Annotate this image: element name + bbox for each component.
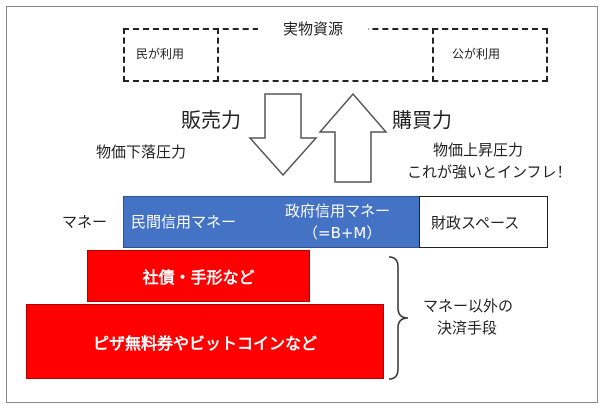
buy-force-label: 購買力: [392, 108, 452, 132]
private-use-box: [123, 28, 219, 82]
up-arrow-icon: [318, 92, 388, 183]
buy-effect-line1: 物価上昇圧力: [433, 141, 524, 159]
corporate-bonds-label: 社債・手形など: [142, 268, 255, 287]
public-use-box: [432, 28, 548, 82]
pizza-bitcoin-bar: ピザ無料券やビットコインなど: [26, 304, 384, 379]
pizza-bitcoin-label: ピザ無料券やビットコインなど: [92, 333, 317, 353]
settlement-label-line1: マネー以外の: [423, 297, 514, 315]
resources-title: 実物資源: [258, 18, 368, 40]
private-use-label: 民が利用: [136, 47, 185, 61]
sell-force-label: 販売力: [181, 108, 241, 132]
diagram-frame: [6, 6, 598, 403]
fiscal-space-box: [419, 196, 548, 248]
down-arrow-icon: [248, 93, 318, 177]
sell-effect-label: 物価下落圧力: [96, 143, 187, 161]
settlement-label-line2: 決済手段: [437, 319, 498, 337]
government-credit-line2: （=B+M）: [303, 224, 382, 242]
buy-effect-line2: これが強いとインフレ！: [407, 163, 572, 181]
brace-icon: [388, 256, 409, 380]
credit-money-box: [123, 196, 420, 248]
corporate-bonds-bar: 社債・手形など: [87, 250, 310, 302]
money-label: マネー: [62, 213, 108, 231]
fiscal-space-label: 財政スペース: [431, 214, 520, 232]
government-credit-line1: 政府信用マネー: [285, 202, 391, 220]
private-credit-label: 民間信用マネー: [131, 213, 237, 231]
public-use-label: 公が利用: [452, 47, 501, 61]
